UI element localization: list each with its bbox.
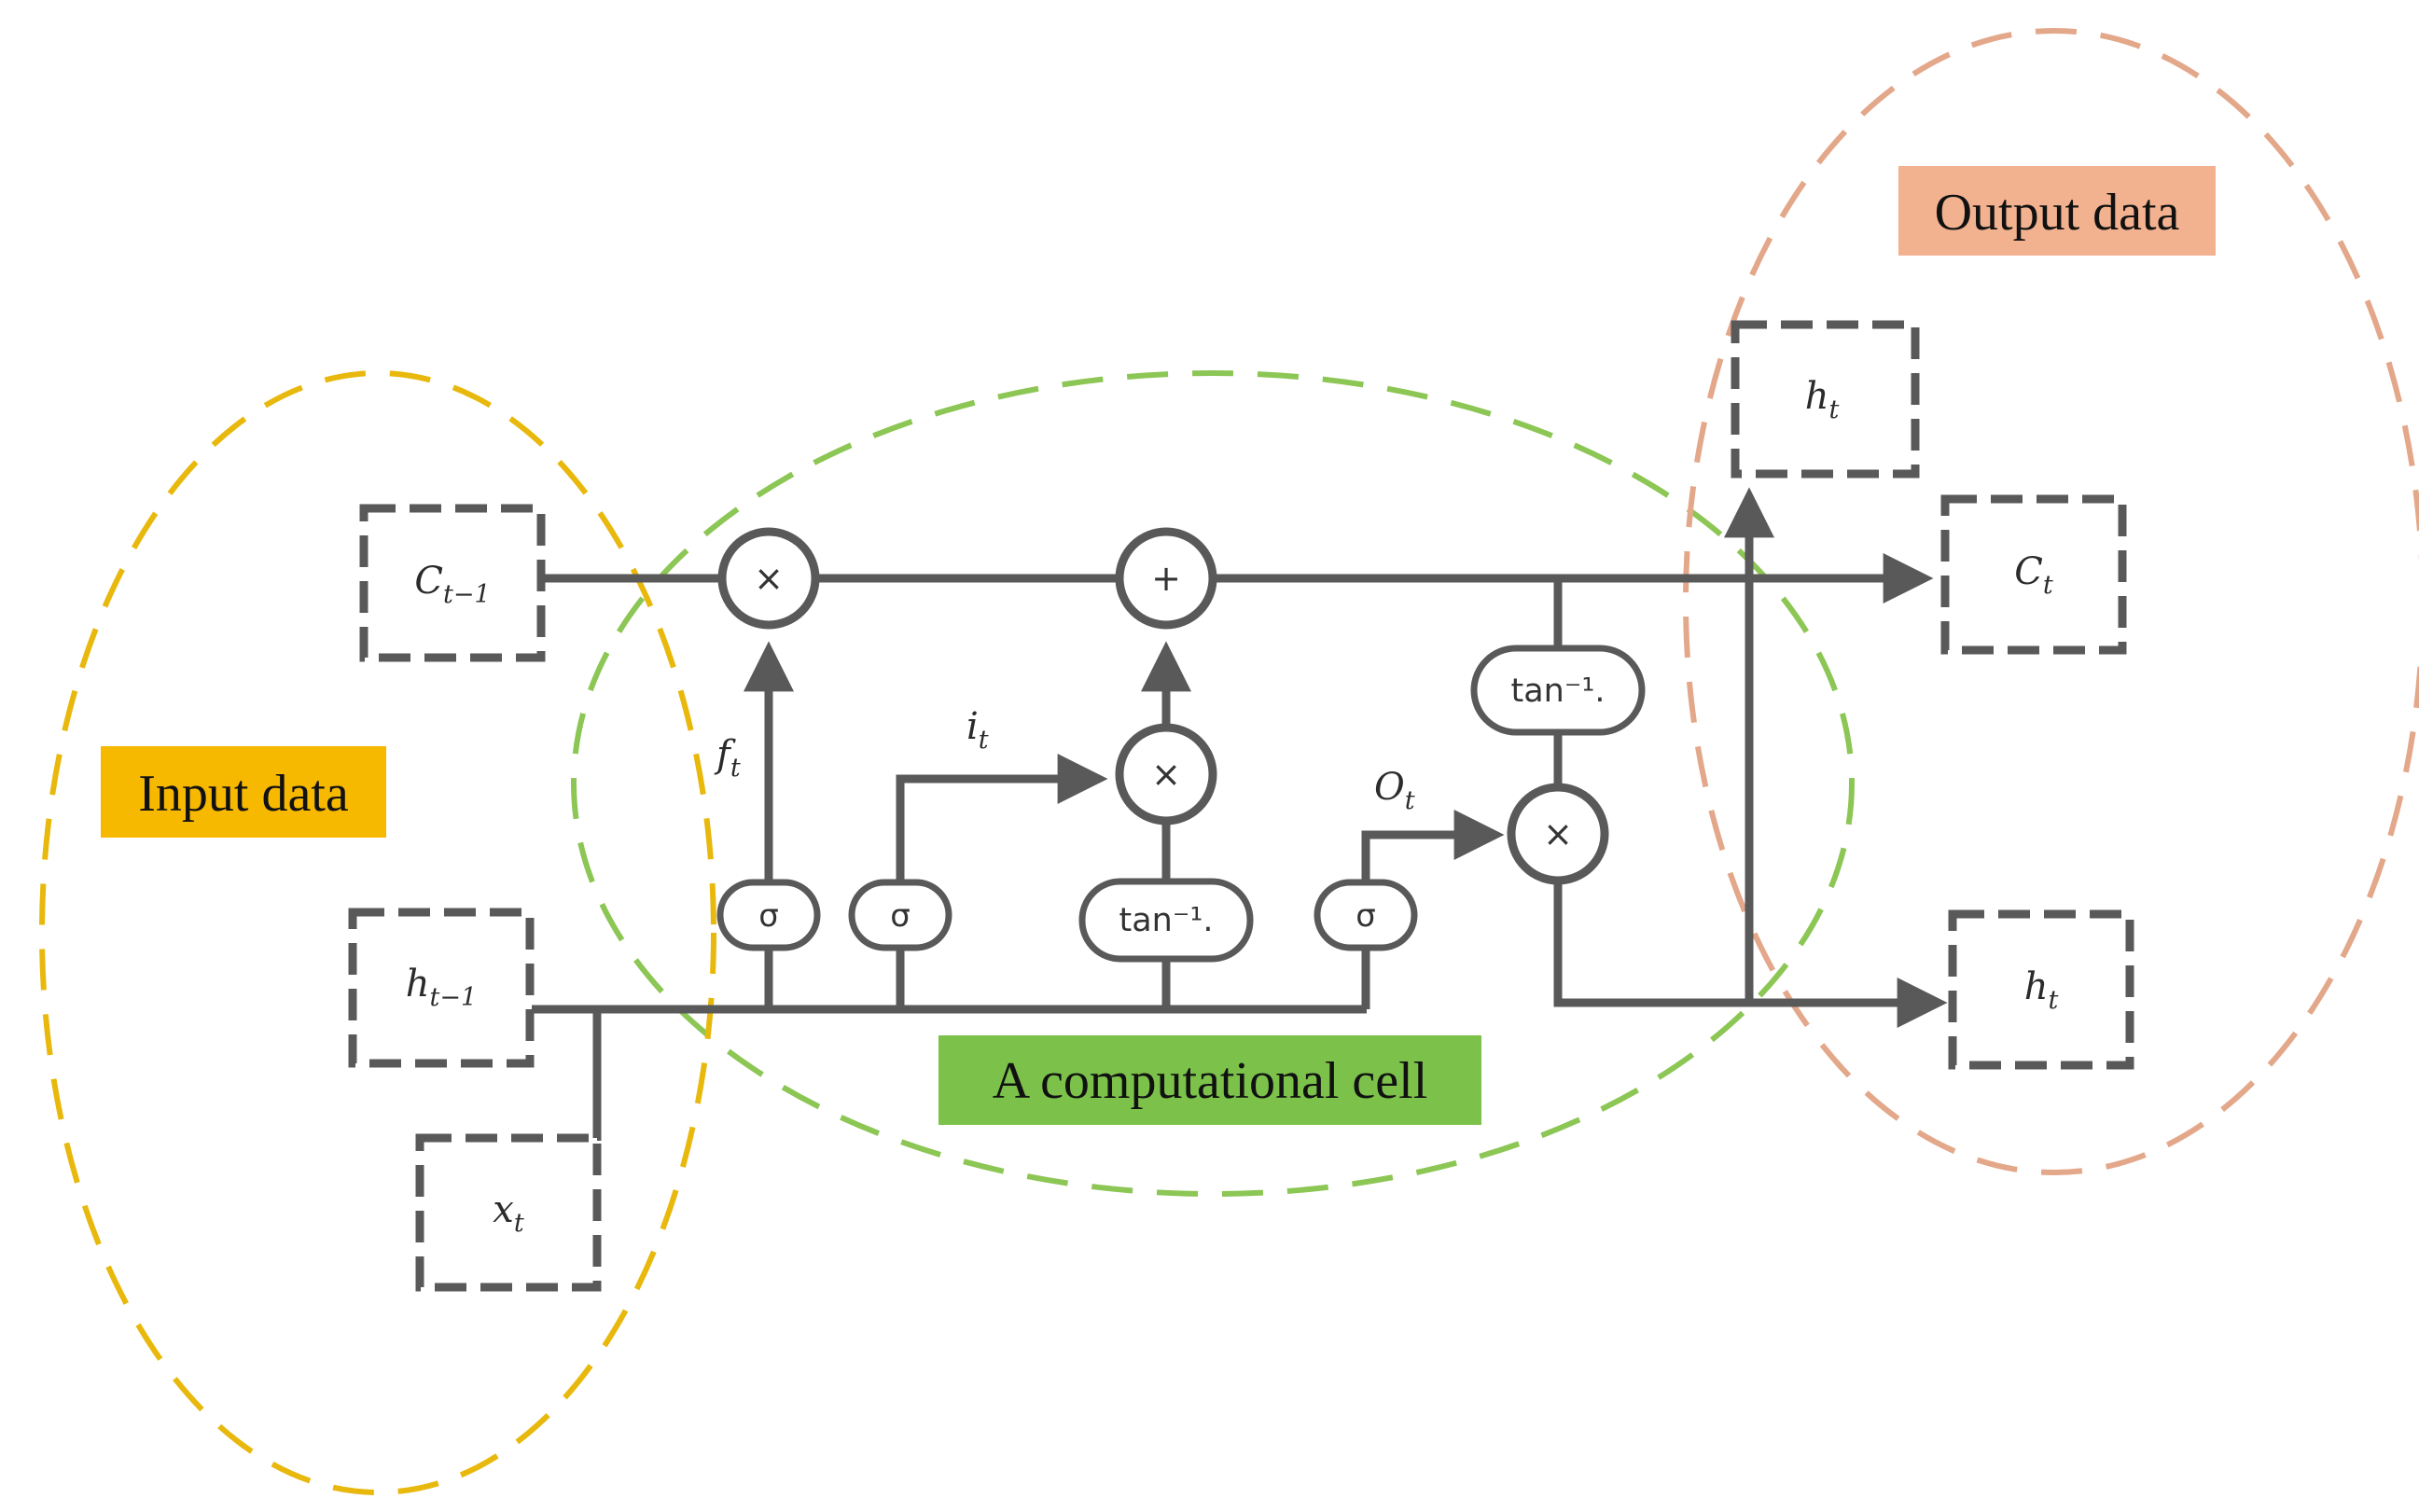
forget-multiply-op: × (717, 527, 820, 630)
svg-text:xt: xt (493, 1188, 524, 1238)
svg-text:×: × (754, 558, 784, 599)
h-t-top-box: ht (1731, 320, 1920, 479)
input-data-label: Input data (101, 746, 386, 838)
c-prev-box: Ct−1 (359, 504, 546, 662)
forget-gate-label: ft (714, 733, 741, 783)
svg-text:Input data: Input data (138, 765, 349, 823)
cell-region-ellipse (571, 370, 1855, 1197)
output-sigma-gate: σ (1314, 879, 1418, 951)
svg-text:ht: ht (2024, 965, 2059, 1015)
input-region-ellipse (39, 370, 716, 1495)
input-sigma-gate: σ (848, 879, 952, 951)
svg-text:tan⁻¹.: tan⁻¹. (1511, 673, 1606, 710)
svg-text:σ: σ (758, 897, 779, 935)
c-t-box: Ct (1940, 494, 2127, 655)
svg-text:σ: σ (890, 897, 911, 935)
h-prev-box: ht−1 (348, 908, 535, 1068)
h-t-right-box: ht (1948, 909, 2134, 1070)
input-multiply-op: × (1115, 723, 1217, 825)
cell-tanh-gate: tan⁻¹. (1470, 645, 1646, 736)
svg-text:A computational cell: A computational cell (993, 1052, 1428, 1110)
wires (532, 487, 1948, 1141)
svg-text:Ct: Ct (2014, 550, 2053, 600)
candidate-tanh-gate: tan⁻¹. (1078, 878, 1254, 963)
cell-add-op: + (1115, 527, 1217, 630)
output-region-ellipse (1683, 28, 2419, 1175)
svg-text:×: × (1543, 813, 1573, 854)
x-t-box: xt (415, 1133, 602, 1292)
forget-sigma-gate: σ (716, 879, 821, 951)
svg-text:×: × (1151, 754, 1181, 795)
svg-text:ht: ht (1805, 375, 1840, 424)
svg-text:+: + (1151, 558, 1181, 599)
svg-text:σ: σ (1355, 897, 1376, 935)
input-gate-label: it (966, 705, 989, 755)
output-multiply-op: × (1507, 783, 1609, 885)
svg-text:ht−1: ht−1 (406, 963, 477, 1012)
output-data-label: Output data (1898, 166, 2216, 256)
svg-text:Ct−1: Ct−1 (414, 560, 490, 609)
svg-text:tan⁻¹.: tan⁻¹. (1119, 902, 1214, 939)
svg-text:Output data: Output data (1935, 184, 2180, 242)
output-gate-label: Ot (1374, 766, 1415, 815)
computational-cell-label: A computational cell (938, 1035, 1481, 1125)
